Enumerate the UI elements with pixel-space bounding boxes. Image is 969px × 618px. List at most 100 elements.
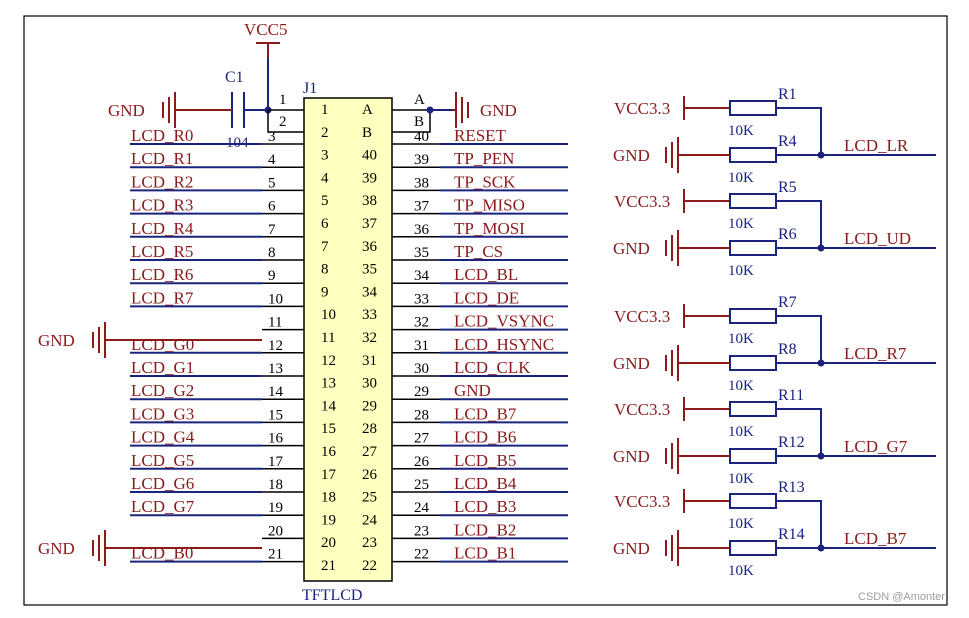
connector-left-pin-number: 12 <box>321 353 336 369</box>
connector-left-pin-number: 15 <box>321 421 336 437</box>
resistor-body-bottom <box>729 147 777 163</box>
left-net-label: LCD_R4 <box>131 219 194 238</box>
resistor-ref-top: R1 <box>778 86 797 103</box>
watermark: CSDN @Amonter <box>858 591 945 603</box>
connector-left-pin-number: 8 <box>321 262 329 278</box>
gnd-label: GND <box>38 331 75 350</box>
right-net-label: LCD_B6 <box>454 428 516 447</box>
right-net-label: LCD_HSYNC <box>454 335 554 354</box>
left-pin-nets: 123LCD_R04LCD_R15LCD_R26LCD_R37LCD_R48LC… <box>130 92 304 563</box>
right-net-label: LCD_B5 <box>454 451 516 470</box>
resistor-net-label: LCD_G7 <box>844 437 908 456</box>
gnd-label: GND <box>613 239 650 258</box>
vcc5-label: VCC5 <box>244 20 287 39</box>
right-net-label: LCD_BL <box>454 265 518 284</box>
resistor-net-wire <box>776 315 936 364</box>
resistor-ref-top: R5 <box>778 179 797 196</box>
resistor-value-top: 10K <box>728 516 754 532</box>
connector-right-pin-number: 30 <box>362 376 377 392</box>
connector-left-pin-number: 18 <box>321 490 336 506</box>
right-pin-number: 33 <box>414 291 429 307</box>
resistor-value-top: 10K <box>728 424 754 440</box>
resistor-ref-top: R13 <box>778 479 805 496</box>
connector-left-pin-number: 1 <box>321 102 329 118</box>
right-pin-number: B <box>414 114 424 130</box>
left-net-label: LCD_G4 <box>131 428 195 447</box>
resistor-body-bottom <box>729 540 777 556</box>
resistor-value-bottom: 10K <box>728 378 754 394</box>
capacitor-c1: C1 104 <box>192 69 272 151</box>
left-net-label: LCD_G3 <box>131 404 194 423</box>
connector-body <box>303 97 393 582</box>
right-net-label: LCD_CLK <box>454 358 531 377</box>
connector-right-pin-number: 29 <box>362 398 377 414</box>
resistor-net-label: LCD_LR <box>844 136 909 155</box>
right-pin-number: 35 <box>414 245 429 261</box>
c1-ref: C1 <box>225 69 244 86</box>
connector-left-pin-number: 7 <box>321 239 329 255</box>
connector-right-pin-number: 22 <box>362 558 377 574</box>
right-pin-number: 39 <box>414 152 429 168</box>
connector-right-pin-number: B <box>362 125 372 141</box>
connector-right-pin-number: 34 <box>362 284 378 300</box>
resistor-body-top <box>729 493 777 509</box>
resistor-value-bottom: 10K <box>728 563 754 579</box>
connector-right-pin-number: 38 <box>362 193 377 209</box>
connector-left-pin-number: 10 <box>321 307 336 323</box>
left-net-label: LCD_R7 <box>131 288 194 307</box>
right-pin-number: 36 <box>414 222 430 238</box>
left-pin-number: 5 <box>268 175 276 191</box>
connector-left-pin-number: 20 <box>321 535 336 551</box>
right-pin-number: A <box>414 92 425 108</box>
connector-left-pin-number: 14 <box>321 398 337 414</box>
left-net-label: LCD_G5 <box>131 451 194 470</box>
right-net-label: LCD_B3 <box>454 497 516 516</box>
left-pin-number: 12 <box>268 338 283 354</box>
resistor-junction <box>817 359 825 367</box>
connector-right-pin-number: 28 <box>362 421 377 437</box>
resistor-value-bottom: 10K <box>728 170 754 186</box>
connector-left-pin-number: 13 <box>321 376 336 392</box>
connector-left-pin-number: 17 <box>321 467 337 483</box>
left-pin-number: 19 <box>268 500 283 516</box>
connector-right-pin-number: A <box>362 102 373 118</box>
left-pin-number: 18 <box>268 477 283 493</box>
left-pin-number: 20 <box>268 523 283 539</box>
resistor-networks: VCC3.3R110KR410KGNDLCD_LRVCC3.3R510KR610… <box>613 86 936 579</box>
resistor-junction <box>817 452 825 460</box>
connector-right-pin-number: 35 <box>362 262 377 278</box>
connector-right-pin-number: 33 <box>362 307 377 323</box>
left-net-label: LCD_R1 <box>131 149 193 168</box>
left-net-label: LCD_R2 <box>131 172 193 191</box>
resistor-body-top <box>729 401 777 417</box>
left-pin-number: 6 <box>268 199 276 215</box>
right-pin-number: 23 <box>414 523 429 539</box>
gnd-label: GND <box>613 146 650 165</box>
left-net-label: LCD_G1 <box>131 358 194 377</box>
connector-left-pin-number: 3 <box>321 148 329 164</box>
connector-right-pin-number: 31 <box>362 353 377 369</box>
sheet-border <box>23 15 948 606</box>
resistor-value-bottom: 10K <box>728 263 754 279</box>
left-pin-number: 17 <box>268 454 284 470</box>
left-net-label: LCD_B0 <box>131 544 193 563</box>
resistor-junction <box>817 544 825 552</box>
connector-right-pin-number: 25 <box>362 490 377 506</box>
right-net-label: LCD_B2 <box>454 520 516 539</box>
left-pin-number: 2 <box>279 114 287 130</box>
connector-right-pin-number: 26 <box>362 467 378 483</box>
right-net-label: GND <box>454 381 491 400</box>
resistor-body-bottom <box>729 448 777 464</box>
ground-symbol: GND <box>452 92 517 128</box>
gnd-label: GND <box>613 354 650 373</box>
resistor-net-wire <box>776 408 936 457</box>
right-pin-number: 37 <box>414 199 430 215</box>
connector-ref: J1 <box>303 80 317 97</box>
